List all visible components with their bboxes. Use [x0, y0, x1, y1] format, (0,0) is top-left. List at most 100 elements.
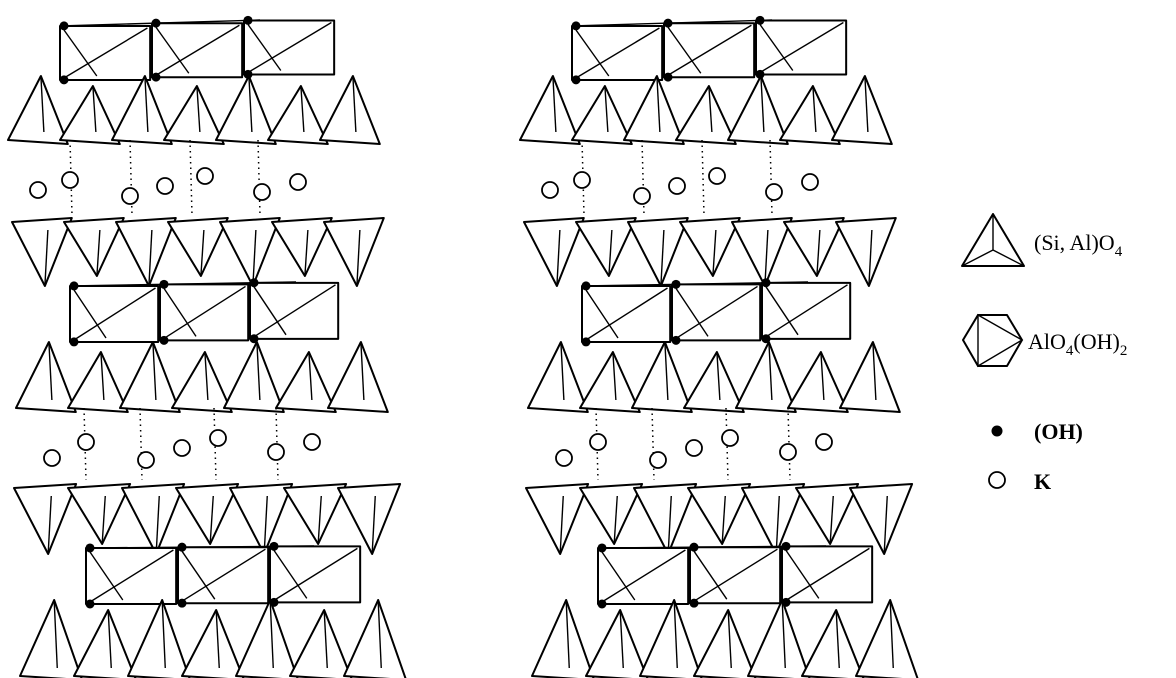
tetrahedron [67, 483, 132, 545]
tetrahedron [687, 483, 752, 545]
tetrahedron [623, 75, 685, 145]
tetrahedron [795, 483, 860, 545]
left-structure [7, 15, 407, 678]
hydroxyl-dot [571, 75, 581, 85]
hydroxyl-dot [159, 335, 169, 345]
tetrahedron [167, 217, 229, 277]
tetrahedron [741, 483, 806, 555]
tetrahedron [631, 341, 693, 413]
tetrahedron [585, 609, 649, 678]
tetrahedron [675, 85, 737, 145]
tetrahedron [111, 75, 173, 145]
hydroxyl-dot [571, 21, 581, 31]
hydroxyl-dot [689, 598, 699, 608]
tetrahedron [63, 217, 125, 277]
potassium-ion [779, 443, 797, 461]
tetrahedron [747, 599, 811, 678]
tetrahedron [15, 341, 77, 413]
hydroxyl-dot [151, 72, 161, 82]
tetrahedron [327, 341, 389, 413]
hydroxyl-dot [781, 541, 791, 551]
tetrahedron [633, 483, 698, 555]
tetrahedron [727, 75, 789, 145]
potassium-ion [303, 433, 321, 451]
hydroxyl-dot [85, 599, 95, 609]
tetrahedron [337, 483, 402, 555]
hydroxyl-dot [581, 281, 591, 291]
hydroxyl-dot [151, 18, 161, 28]
tetrahedron [579, 351, 641, 413]
legend: (Si, Al)O4 AlO4(OH)2 (OH) K [961, 213, 1127, 494]
tetrahedron [531, 599, 595, 678]
hydroxyl-dot [69, 281, 79, 291]
hydroxyl-dot [761, 334, 771, 344]
tetrahedron [735, 341, 797, 413]
tetrahedron [275, 351, 337, 413]
hydroxyl-dot [597, 543, 607, 553]
hydroxyl-dot [59, 75, 69, 85]
hydroxyl-dot [689, 542, 699, 552]
tetrahedron [683, 351, 745, 413]
tetrahedron [571, 85, 633, 145]
hydroxyl-dot [755, 69, 765, 79]
potassium-ion [649, 451, 667, 469]
potassium-ion [541, 181, 559, 199]
potassium-ion [43, 449, 61, 467]
right-structure [519, 15, 919, 678]
hydroxyl-dot [69, 337, 79, 347]
potassium-ion [137, 451, 155, 469]
hydroxyl-dot [243, 15, 253, 25]
tetrahedron [575, 217, 637, 277]
hydroxyl-dot [663, 18, 673, 28]
hydroxyl-dot [177, 542, 187, 552]
tetrahedron [343, 599, 407, 678]
potassium-ion [29, 181, 47, 199]
tetrahedron [13, 483, 78, 555]
tetrahedron [835, 217, 897, 287]
tetrahedron [229, 483, 294, 555]
tetrahedron [525, 483, 590, 555]
potassium-ion [555, 449, 573, 467]
tetrahedron [163, 85, 225, 145]
hydroxyl-dot [761, 278, 771, 288]
hydroxyl-dot [663, 72, 673, 82]
tetrahedron [519, 75, 581, 145]
tetrahedron [579, 483, 644, 545]
tetrahedron [127, 599, 191, 678]
tetrahedron [779, 85, 841, 145]
tetrahedron [59, 85, 121, 145]
tetrahedron [19, 599, 83, 678]
hydroxyl-dot [59, 21, 69, 31]
open-circle-icon [988, 471, 1006, 489]
hydroxyl-dot [159, 279, 169, 289]
potassium-ion [573, 171, 591, 189]
potassium-ion [633, 187, 651, 205]
tetrahedron [323, 217, 385, 287]
potassium-ion [156, 177, 174, 195]
hydroxyl-dot [249, 334, 259, 344]
tetrahedron [839, 341, 901, 413]
octahedron-label: AlO4(OH)2 [1028, 329, 1127, 359]
tetrahedron [731, 217, 793, 287]
tetrahedron [527, 341, 589, 413]
hydroxyl-dot [671, 335, 681, 345]
tetrahedron [219, 217, 281, 287]
potassium-ion [589, 433, 607, 451]
tetrahedron [7, 75, 69, 145]
tetrahedron [679, 217, 741, 277]
tetrahedron [271, 217, 333, 277]
tetrahedron [523, 217, 585, 287]
potassium-ion [77, 433, 95, 451]
tetrahedron [849, 483, 914, 555]
hydroxyl-dot [177, 598, 187, 608]
potassium-ion [209, 429, 227, 447]
tetrahedron [171, 351, 233, 413]
potassium-ion [61, 171, 79, 189]
tetrahedron [783, 217, 845, 277]
hydroxyl-dot [85, 543, 95, 553]
hydroxyl-dot [269, 541, 279, 551]
tetrahedron [121, 483, 186, 555]
potassium-ion [668, 177, 686, 195]
potassium-ion [708, 167, 726, 185]
